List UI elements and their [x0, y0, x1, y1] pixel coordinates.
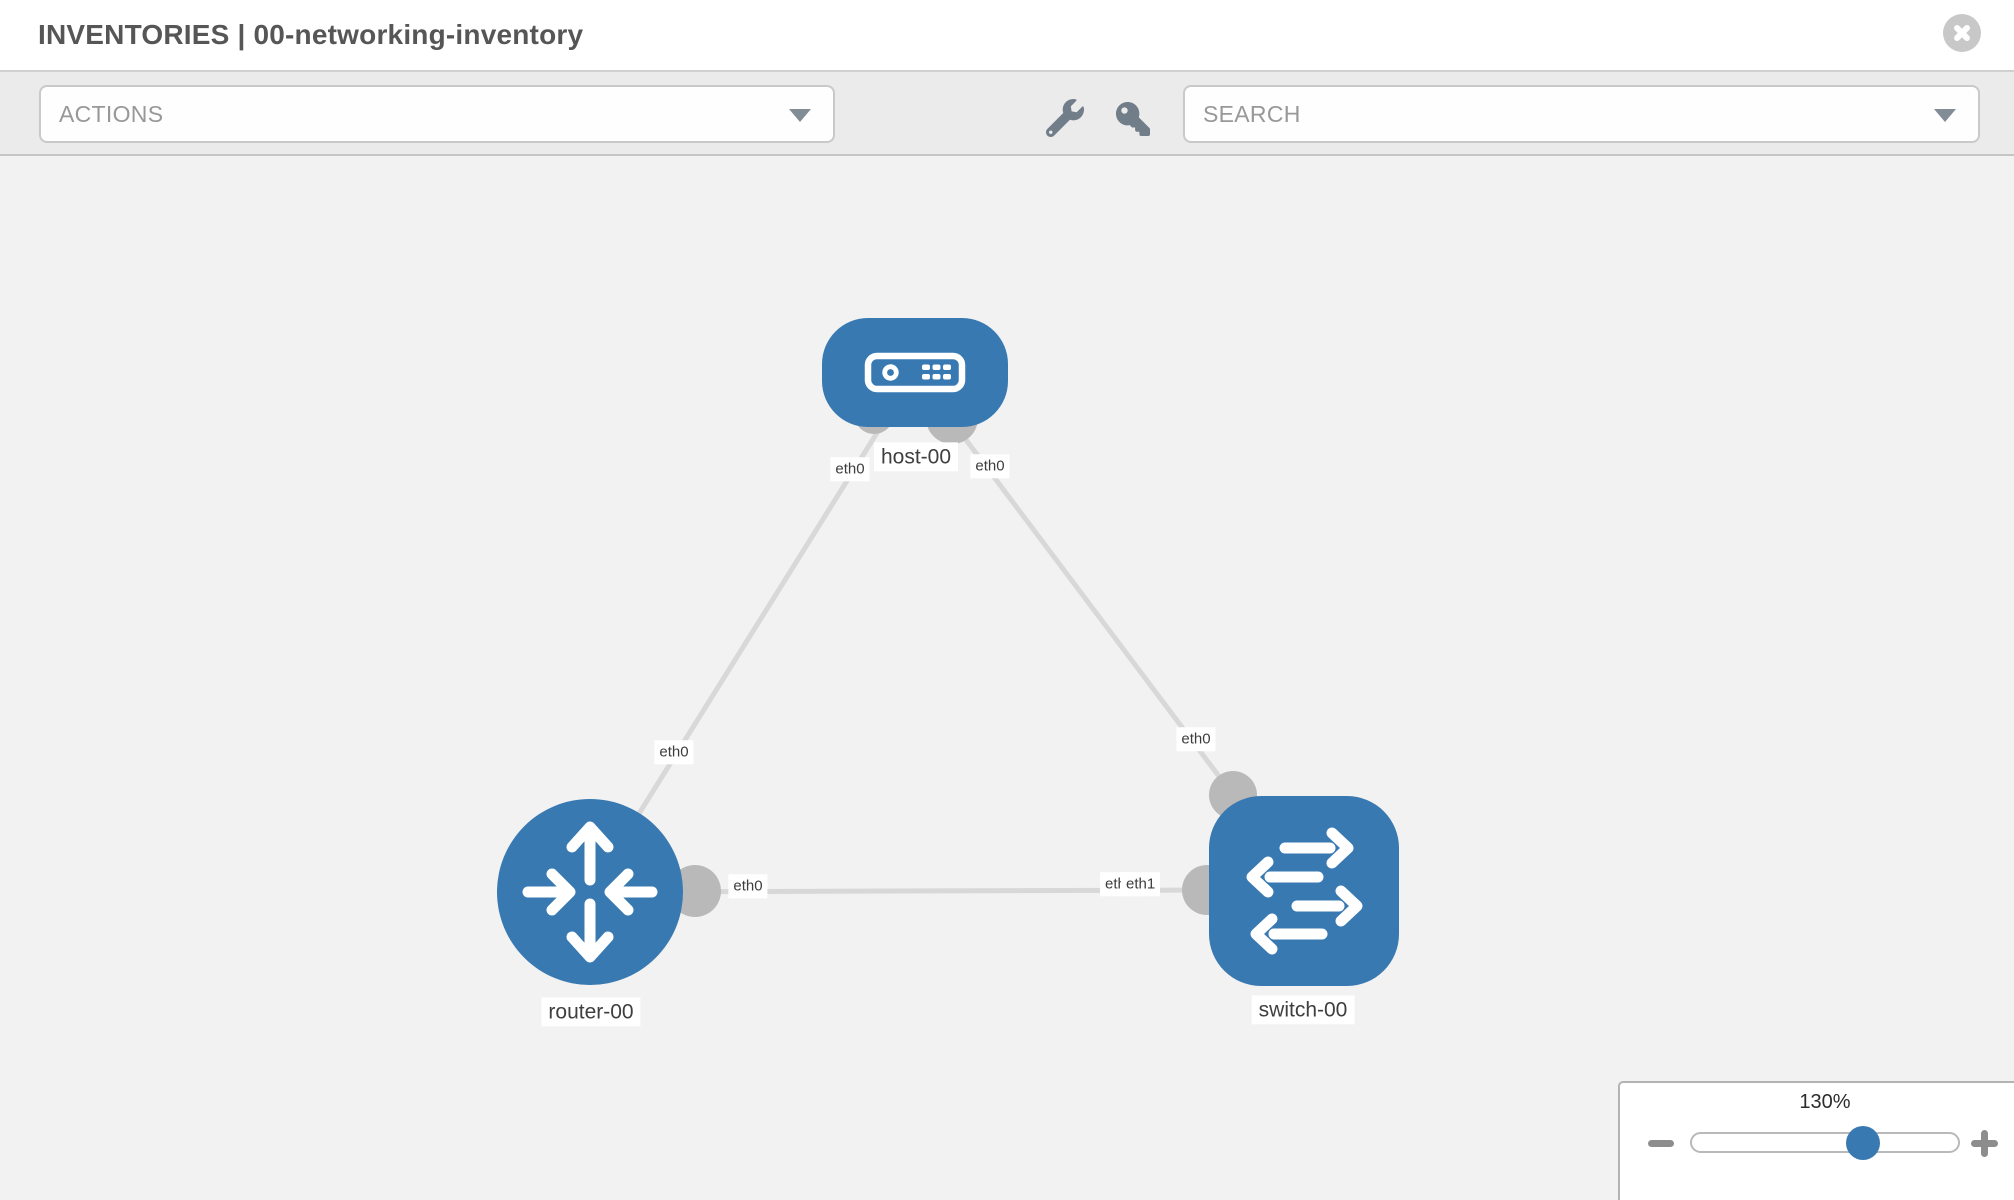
zoom-slider-track[interactable] [1690, 1132, 1960, 1153]
wrench-icon [1045, 99, 1084, 138]
chevron-down-icon [1934, 109, 1956, 122]
search-input[interactable] [1203, 100, 1903, 128]
router-icon [522, 821, 658, 963]
server-icon [864, 352, 966, 393]
key-button[interactable] [1116, 102, 1150, 141]
node-host[interactable] [822, 318, 1008, 427]
node-router[interactable] [497, 799, 683, 985]
page-title: INVENTORIES | 00-networking-inventory [38, 19, 584, 50]
iface-label-router-to-switch: eth0 [728, 874, 768, 898]
node-label-router: router-00 [541, 997, 641, 1027]
close-button[interactable] [1943, 14, 1981, 52]
zoom-in-button[interactable] [1971, 1130, 1998, 1157]
toolbar: ACTIONS [0, 72, 2014, 156]
actions-dropdown[interactable]: ACTIONS [39, 85, 835, 143]
ports [669, 392, 1257, 917]
search-box [1183, 85, 1980, 143]
iface-label-switch-to-host: eth0 [1176, 727, 1216, 751]
key-icon [1116, 102, 1150, 136]
switch-icon [1246, 827, 1363, 955]
actions-dropdown-label: ACTIONS [59, 100, 164, 127]
zoom-slider-thumb[interactable] [1846, 1126, 1880, 1160]
zoom-panel: 130% [1618, 1081, 2014, 1200]
iface-label-router-to-host: eth0 [654, 740, 694, 764]
link-host-switch[interactable] [913, 370, 1235, 797]
topology-graph [497, 318, 1399, 986]
wrench-button[interactable] [1045, 99, 1084, 142]
zoom-out-button[interactable] [1648, 1140, 1674, 1147]
node-label-switch: switch-00 [1251, 995, 1355, 1025]
chevron-down-icon [789, 109, 811, 122]
zoom-level-value: 130% [1799, 1091, 1851, 1113]
iface-label-switch-to-router: eth1 [1121, 872, 1161, 896]
iface-label-host-to-switch: eth0 [970, 454, 1010, 478]
node-switch[interactable] [1209, 796, 1399, 986]
header: INVENTORIES | 00-networking-inventory [0, 0, 2014, 72]
iface-label-host-to-router: eth0 [830, 457, 870, 481]
node-label-host: host-00 [873, 442, 959, 472]
topology-canvas[interactable]: host-00 router-00 switch-00 eth0 eth0 et… [0, 156, 2014, 1200]
